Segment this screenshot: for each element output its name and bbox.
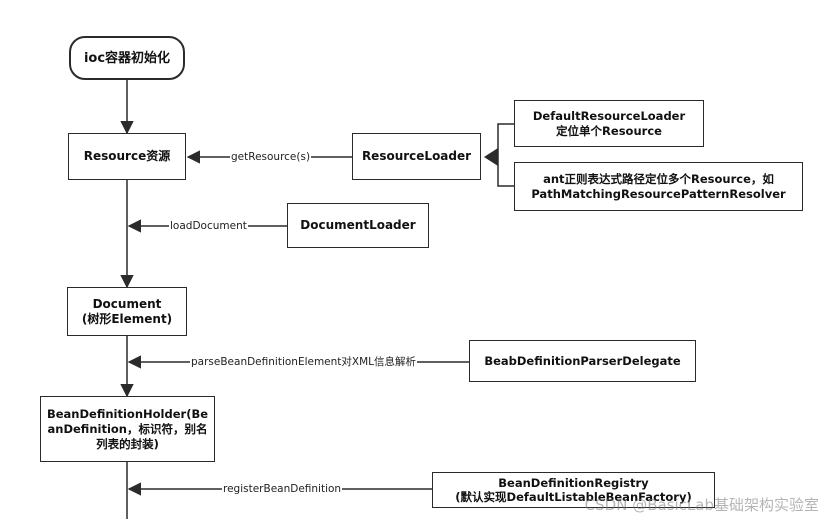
default-loader-line1: DefaultResourceLoader	[532, 108, 686, 123]
impl-bracket	[497, 123, 514, 187]
edge-label-loaddocument: loadDocument	[169, 220, 248, 233]
bean-definition-holder-node: BeanDefinitionHolder(Be anDefinition，标识符…	[40, 396, 215, 462]
ant-resource-loader-node: ant正则表达式路径定位多个Resource，如 PathMatchingRes…	[514, 162, 803, 211]
document-line2: (树形Element)	[81, 311, 173, 326]
bean-definition-registry-node: BeanDefinitionRegistry (默认实现DefaultLista…	[432, 472, 715, 508]
document-loader-label: DocumentLoader	[300, 218, 416, 232]
edge-label-register: registerBeanDefinition	[222, 483, 343, 496]
edge-label-getresource: getResource(s)	[230, 151, 312, 164]
watermark-text: CSDN @BasicLab基础架构实验室	[584, 496, 819, 514]
resource-loader-node: ResourceLoader	[352, 133, 481, 180]
ant-loader-line1: ant正则表达式路径定位多个Resource，如	[543, 171, 774, 186]
holder-line1: BeanDefinitionHolder(Be	[46, 406, 209, 421]
registry-line2: (默认实现DefaultListableBeanFactory)	[455, 490, 692, 504]
default-resource-loader-node: DefaultResourceLoader 定位单个Resource	[514, 100, 704, 147]
start-node: ioc容器初始化	[69, 36, 185, 80]
registry-line1: BeanDefinitionRegistry	[498, 476, 649, 490]
edge-label-parse: parseBeanDefinitionElement对XML信息解析	[190, 356, 418, 369]
document-node: Document (树形Element)	[67, 287, 187, 336]
ant-loader-line2: PathMatchingResourcePatternResolver	[531, 186, 786, 201]
impl-bracket-arrow	[484, 148, 498, 166]
parser-delegate-node: BeabDefinitionParserDelegate	[469, 340, 696, 382]
default-loader-line2: 定位单个Resource	[556, 123, 662, 138]
start-node-label: ioc容器初始化	[83, 50, 171, 66]
document-loader-node: DocumentLoader	[287, 203, 429, 248]
parser-delegate-label: BeabDefinitionParserDelegate	[484, 353, 681, 368]
resource-node: Resource资源	[68, 133, 186, 180]
holder-line3: 列表的封装)	[96, 436, 159, 451]
holder-line2: anDefinition，标识符，别名	[47, 421, 208, 436]
resource-node-label: Resource资源	[83, 149, 171, 163]
document-line1: Document	[92, 296, 162, 311]
resource-loader-label: ResourceLoader	[361, 149, 472, 163]
